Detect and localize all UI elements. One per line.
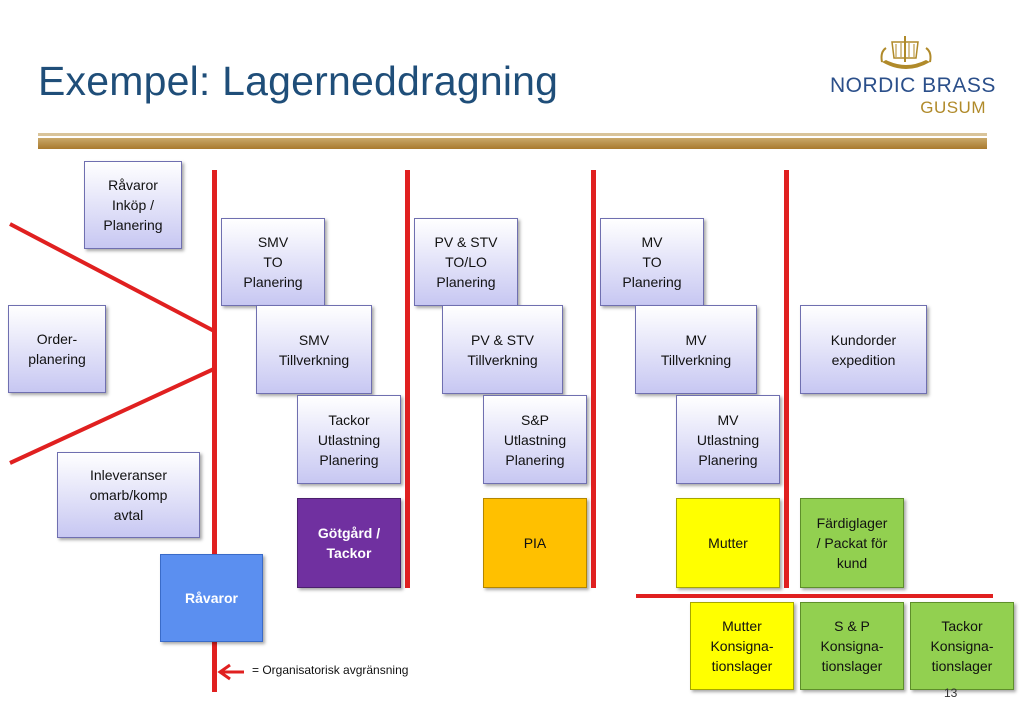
box-smv-to-planering: SMV TO Planering [221,218,325,306]
legend-arrow-head-icon [217,663,231,681]
box-tackor-konsignationslager: Tackor Konsigna- tionslager [910,602,1014,690]
diagonal-boundary-lower [9,366,217,465]
box-order-planering: Order- planering [8,305,106,393]
logo-sub-text: GUSUM [920,98,986,117]
boundary-line-4 [784,170,789,588]
box-gotgard-tackor: Götgård / Tackor [297,498,401,588]
box-mv-to-planering: MV TO Planering [600,218,704,306]
header-divider-thin [38,133,987,136]
box-mutter: Mutter [676,498,780,588]
boundary-line-1 [212,170,217,692]
box-tackor-utlastning-planering: Tackor Utlastning Planering [297,395,401,484]
box-mv-utlastning-planering: MV Utlastning Planering [676,395,780,484]
box-sp-konsignationslager: S & P Konsigna- tionslager [800,602,904,690]
box-ravaror-inkop-planering: Råvaror Inköp / Planering [84,161,182,249]
company-logo: NORDIC BRASS GUSUM [826,30,995,122]
box-ravaror: Råvaror [160,554,263,642]
diagonal-boundary-upper [9,222,217,334]
header-divider-bar [38,138,987,149]
legend-text: = Organisatorisk avgränsning [252,663,409,677]
logo-brand-text: NORDIC BRASS [830,74,996,97]
box-pvstv-tillverkning: PV & STV Tillverkning [442,305,563,394]
box-inleveranser: Inleveranser omarb/komp avtal [57,452,200,538]
box-mutter-konsignationslager: Mutter Konsigna- tionslager [690,602,794,690]
box-pvstv-to-lo-planering: PV & STV TO/LO Planering [414,218,518,306]
box-mv-tillverkning: MV Tillverkning [635,305,757,394]
box-kundorder-expedition: Kundorder expedition [800,305,927,394]
viking-ship-icon [880,36,932,69]
box-pia: PIA [483,498,587,588]
box-sp-utlastning-planering: S&P Utlastning Planering [483,395,587,484]
boundary-line-2 [405,170,410,588]
boundary-line-3 [591,170,596,588]
page-title: Exempel: Lagerneddragning [38,58,559,104]
box-smv-tillverkning: SMV Tillverkning [256,305,372,394]
page-number: 13 [944,686,958,700]
box-fardiglager: Färdiglager / Packat för kund [800,498,904,588]
